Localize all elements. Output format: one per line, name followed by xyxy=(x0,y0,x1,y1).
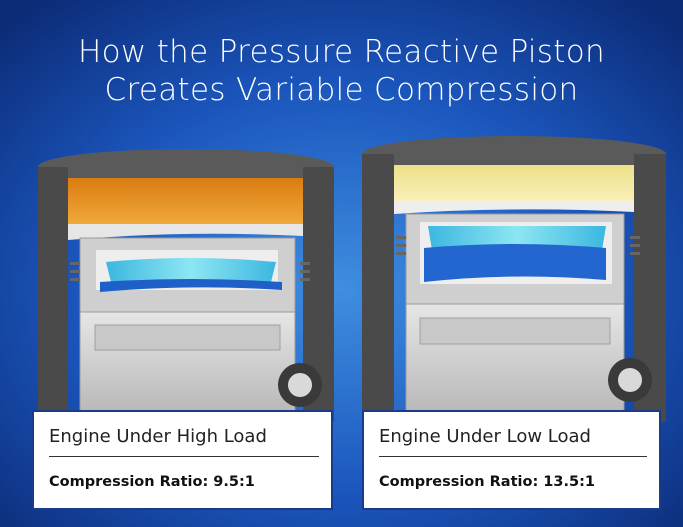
left-pressure-insert xyxy=(106,258,276,286)
high-load-ratio: Compression Ratio: 9.5:1 xyxy=(49,474,255,490)
right-piston-crown xyxy=(394,201,634,214)
heading-underline xyxy=(379,456,647,457)
left-combustion-chamber xyxy=(68,178,303,224)
right-ring-3 xyxy=(630,252,640,255)
left-cylinder xyxy=(38,149,334,422)
right-ring-5 xyxy=(396,244,406,247)
left-piston-crown xyxy=(68,224,303,240)
right-ring-2 xyxy=(630,244,640,247)
left-piston-band xyxy=(94,324,281,351)
left-ring-3 xyxy=(300,278,310,281)
right-cylinder xyxy=(362,136,666,422)
left-ring-5 xyxy=(70,270,80,273)
right-combustion-chamber xyxy=(394,165,634,201)
low-load-card: Engine Under Low Load Compression Ratio:… xyxy=(362,410,661,510)
left-ring-1 xyxy=(300,262,310,265)
high-load-card: Engine Under High Load Compression Ratio… xyxy=(32,410,333,510)
right-ring-4 xyxy=(396,236,406,239)
left-ring-4 xyxy=(70,262,80,265)
left-cylinder-left-wall xyxy=(38,167,68,422)
heading-underline xyxy=(49,456,319,457)
high-load-heading: Engine Under High Load xyxy=(49,426,267,447)
low-load-heading: Engine Under Low Load xyxy=(379,426,591,447)
left-ring-2 xyxy=(300,270,310,273)
right-ring-6 xyxy=(396,252,406,255)
left-insert-base xyxy=(100,279,282,292)
title-line-1: How the Pressure Reactive Piston xyxy=(78,34,605,70)
title-line-2: Creates Variable Compression xyxy=(104,72,579,108)
right-pressure-insert xyxy=(428,226,606,250)
right-piston-band xyxy=(419,317,611,345)
right-cylinder-top xyxy=(362,136,666,172)
right-ring-1 xyxy=(630,236,640,239)
right-insert-base xyxy=(424,244,606,282)
left-cylinder-top xyxy=(38,149,334,185)
left-ring-6 xyxy=(70,278,80,281)
low-load-ratio: Compression Ratio: 13.5:1 xyxy=(379,474,595,490)
right-cylinder-left-wall xyxy=(362,154,394,422)
